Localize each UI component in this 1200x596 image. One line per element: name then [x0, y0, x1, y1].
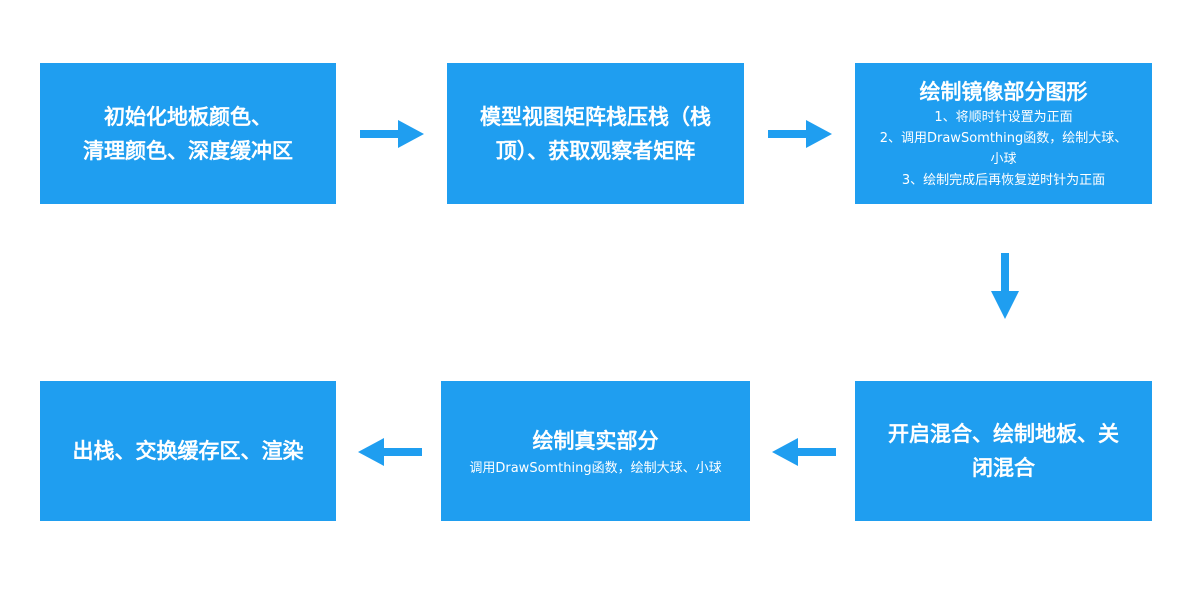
- arrow-left-icon: [772, 438, 836, 466]
- step-5-detail-line-1: 调用DrawSomthing函数，绘制大球、小球: [469, 460, 722, 476]
- step-1-title-line-1: 初始化地板颜色、: [104, 104, 272, 129]
- step-3-detail-line-2: 2、调用DrawSomthing函数，绘制大球、: [879, 130, 1128, 146]
- step-4-title-line-2: 闭混合: [972, 456, 1035, 480]
- step-3-detail-line-3: 小球: [990, 151, 1017, 167]
- arrow-right-icon: [360, 120, 424, 148]
- arrow-down-icon: [991, 253, 1019, 319]
- step-4-title-line-1: 开启混合、绘制地板、关: [888, 422, 1119, 446]
- arrow-right-icon: [768, 120, 832, 148]
- step-6-box: 出栈、交换缓存区、渲染: [40, 381, 336, 521]
- step-2-title-line-1: 模型视图矩阵栈压栈（栈: [480, 104, 711, 129]
- step-3-title: 绘制镜像部分图形: [919, 79, 1088, 104]
- step-3-detail-line-4: 3、绘制完成后再恢复逆时针为正面: [901, 172, 1106, 188]
- step-2-title-line-2: 顶）、获取观察者矩阵: [495, 138, 696, 163]
- step-5-box: 绘制真实部分 调用DrawSomthing函数，绘制大球、小球: [441, 381, 750, 521]
- step-1-title-line-2: 清理颜色、深度缓冲区: [83, 138, 293, 163]
- step-5-title: 绘制真实部分: [532, 428, 659, 453]
- step-1-box: 初始化地板颜色、 清理颜色、深度缓冲区: [40, 63, 336, 204]
- step-6-title: 出栈、交换缓存区、渲染: [72, 439, 304, 463]
- step-4-box: 开启混合、绘制地板、关 闭混合: [855, 381, 1152, 521]
- arrow-left-icon: [358, 438, 422, 466]
- step-2-box: 模型视图矩阵栈压栈（栈 顶）、获取观察者矩阵: [447, 63, 744, 204]
- step-3-detail-line-1: 1、将顺时针设置为正面: [934, 109, 1073, 125]
- step-3-box: 绘制镜像部分图形 1、将顺时针设置为正面 2、调用DrawSomthing函数，…: [855, 63, 1152, 204]
